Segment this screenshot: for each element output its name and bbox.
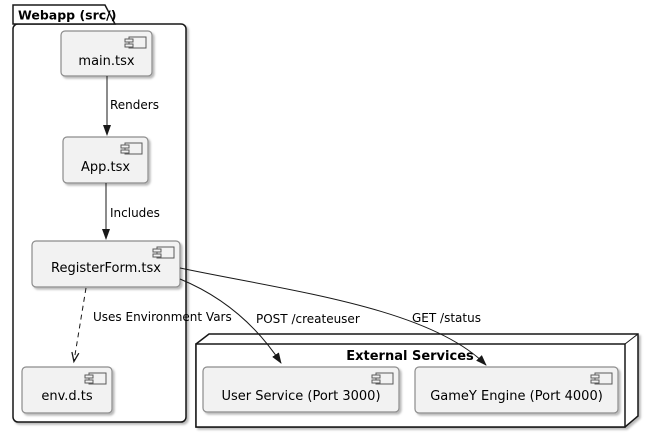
component-icon — [84, 372, 107, 385]
component-icon — [152, 246, 175, 259]
component-icon — [120, 142, 143, 155]
edge-get-status-label: GET /status — [412, 311, 481, 325]
edge-uses-env-arrow — [71, 287, 87, 364]
edge-uses-env-label: Uses Environment Vars — [93, 310, 232, 324]
edge-post-createuser-arrow — [179, 278, 282, 364]
package-webapp-title: Webapp (src/) — [18, 8, 116, 23]
component-icon — [590, 372, 613, 385]
component-main-tsx: main.tsx — [60, 30, 153, 77]
package-webapp-tab — [12, 4, 117, 25]
component-label: main.tsx — [78, 54, 134, 69]
edge-get-status-arrow — [179, 267, 487, 366]
component-icon — [124, 36, 147, 49]
component-box — [202, 366, 400, 413]
edges: Renders Includes Uses Environment Vars P… — [71, 76, 487, 366]
node-external-services-title: External Services — [346, 349, 474, 364]
component-label: App.tsx — [81, 160, 130, 175]
component-label: RegisterForm.tsx — [51, 261, 161, 276]
component-box — [414, 366, 619, 414]
component-label: User Service (Port 3000) — [221, 389, 380, 404]
component-icon — [371, 372, 394, 385]
package-webapp: Webapp (src/) — [12, 4, 187, 423]
component-label: GameY Engine (Port 4000) — [430, 389, 603, 404]
node-3d-edge — [624, 333, 639, 345]
edge-post-createuser-label: POST /createuser — [256, 312, 360, 326]
edge-renders-label: Renders — [110, 98, 159, 112]
component-gamey-engine: GameY Engine (Port 4000) — [414, 366, 619, 414]
edge-includes-label: Includes — [110, 206, 160, 220]
component-box — [31, 240, 181, 288]
component-label: env.d.ts — [41, 389, 93, 404]
component-env-d-ts: env.d.ts — [21, 366, 113, 414]
component-registerform-tsx: RegisterForm.tsx — [31, 240, 181, 288]
component-user-service: User Service (Port 3000) — [202, 366, 400, 413]
package-webapp-body — [12, 23, 187, 423]
component-app-tsx: App.tsx — [62, 136, 149, 184]
